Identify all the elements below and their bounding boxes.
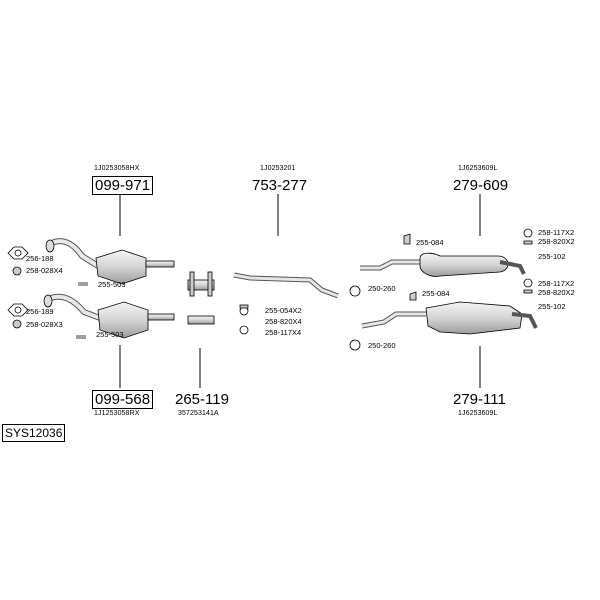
front-pipe-catalyst-lower [43,293,175,339]
oem-279-111: 1J6253609L [458,410,498,417]
oem-753-277: 1J0253201 [260,165,296,172]
small-part-label[interactable]: 258-117X2 [538,279,575,288]
small-part-label[interactable]: 256-189 [26,307,54,316]
small-part-label[interactable]: 258-820X2 [538,288,575,297]
small-part-label[interactable]: 255-102 [538,252,566,261]
gasket-icons-left [7,246,88,339]
small-part-label[interactable]: 250-260 [368,341,396,350]
small-part-label[interactable]: 256-188 [26,254,54,263]
small-part-label[interactable]: 255-054X2 [265,306,302,315]
part-number-265-119[interactable]: 265-119 [175,391,229,408]
oem-265-119: 357253141A [178,410,219,417]
small-part-label[interactable]: 250-260 [368,284,396,293]
small-part-label[interactable]: 258-820X2 [538,237,575,246]
part-number-099-971[interactable]: 099-971 [92,176,154,195]
small-part-label[interactable]: 255-084 [422,289,450,298]
front-pipe-catalyst-upper [45,238,175,285]
oem-279-609: 1J6253609L [458,165,498,172]
middle-pipe [233,272,339,335]
oem-099-568: 1J1253058RX [94,410,140,417]
part-number-279-111[interactable]: 279-111 [453,391,506,408]
part-number-753-277[interactable]: 753-277 [252,177,308,194]
part-number-279-609[interactable]: 279-609 [453,177,509,194]
small-part-label[interactable]: 255-102 [538,302,566,311]
hanger-icons-right [403,228,533,301]
rear-muffler-lower [349,301,538,351]
small-part-label[interactable]: 255-503 [98,280,126,289]
small-part-label[interactable]: 258-028X4 [26,266,63,275]
front-clamps [187,271,215,325]
rear-muffler-upper [349,252,526,297]
oem-099-971: 1J0253058HX [94,165,140,172]
small-part-label[interactable]: 258-028X3 [26,320,63,329]
small-part-label[interactable]: 255-084 [416,238,444,247]
small-part-label[interactable]: 258-117X2 [538,228,575,237]
small-part-label[interactable]: 255-503 [96,330,124,339]
system-code: SYS12036 [2,424,66,442]
small-part-label[interactable]: 258-117X4 [265,328,302,337]
leader-lines [119,194,481,388]
part-number-099-568[interactable]: 099-568 [92,390,154,409]
small-part-label[interactable]: 258-820X4 [265,317,302,326]
